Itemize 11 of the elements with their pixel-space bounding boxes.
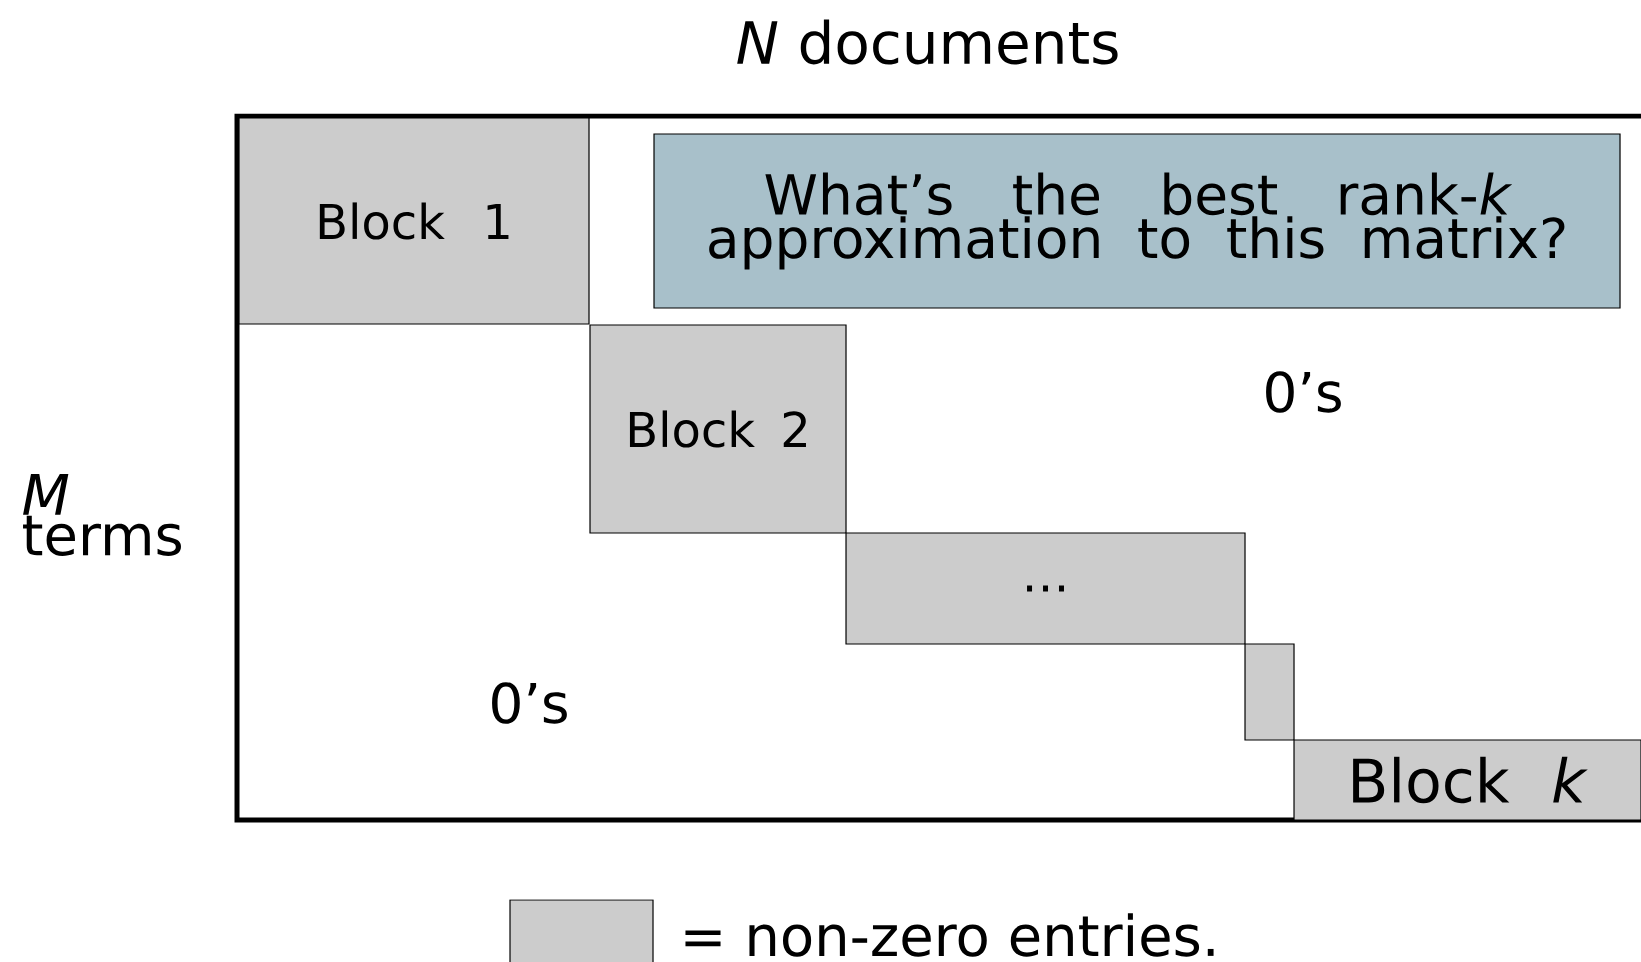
matrix-block: Block 1: [238, 117, 590, 325]
axis-label: M terms: [23, 474, 181, 556]
matrix-block: [1244, 643, 1295, 741]
heading: N documents: [737, 19, 1118, 65]
zero-label: 0’s: [492, 682, 567, 724]
zero-label: 0’s: [1266, 371, 1341, 413]
matrix-block: Block k: [1293, 739, 1641, 821]
legend-text: = non-zero entries.: [685, 913, 1214, 957]
matrix-block: Block 2: [589, 324, 847, 534]
matrix-block: …: [845, 532, 1246, 645]
question-box: What’s the best rank-k approximation to this matrix?: [653, 133, 1621, 309]
